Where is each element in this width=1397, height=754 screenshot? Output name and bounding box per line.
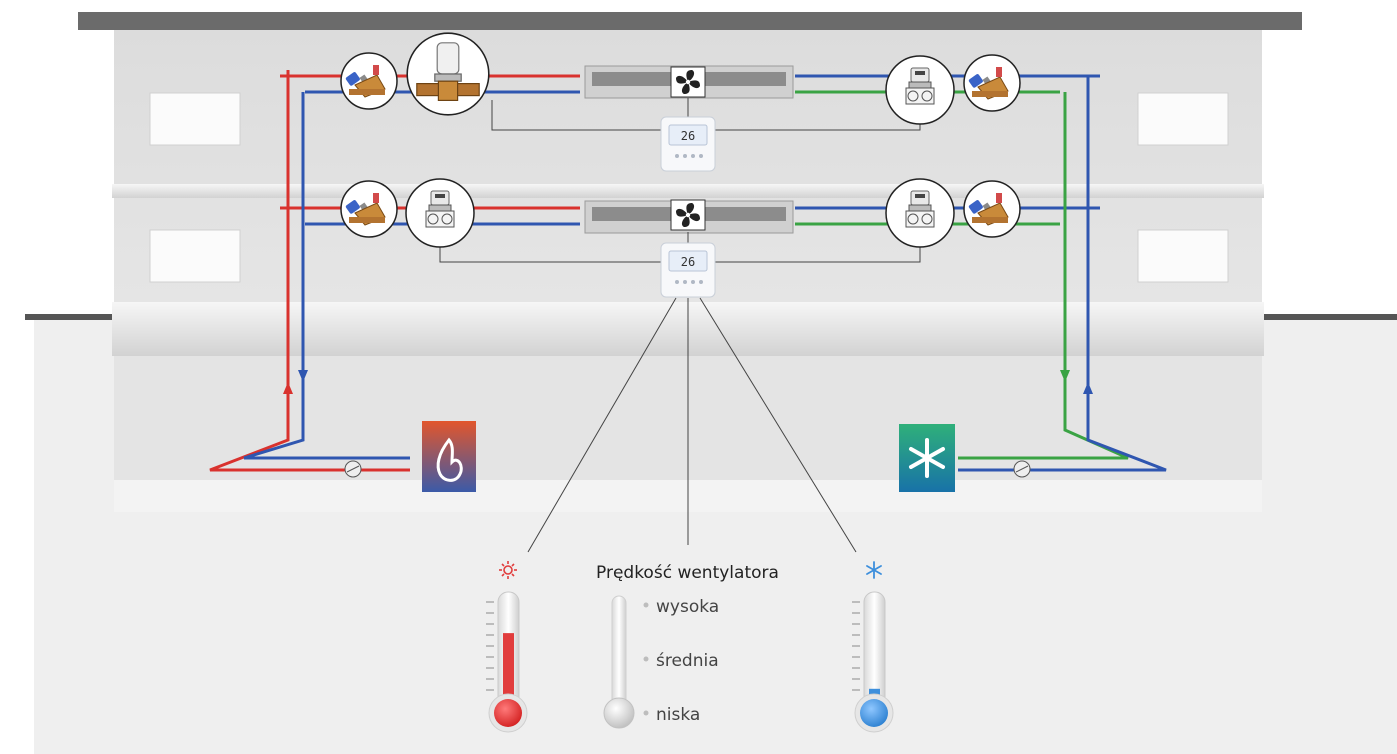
fan-speed-low-label[interactable]: niska <box>656 705 701 725</box>
thermometer-scale <box>852 601 860 691</box>
zone-valve-icon <box>885 55 955 125</box>
balancing-valve-icon <box>963 54 1021 112</box>
balancing-valve-icon <box>340 180 398 238</box>
fan-speed-high-label[interactable]: wysoka <box>656 597 720 617</box>
fan-speed-medium-label[interactable]: średnia <box>656 651 719 671</box>
room-thermostat-upper: 26 <box>660 116 716 172</box>
thermostat-display-text: 26 <box>681 129 695 143</box>
thermometer-scale <box>486 601 494 691</box>
snowflake-icon <box>866 561 882 579</box>
fan-speed-title: Prędkość wentylatora <box>596 563 779 583</box>
thermostat-display-text: 26 <box>681 255 695 269</box>
speed-dot <box>643 656 649 662</box>
fan-speed-knob[interactable] <box>603 697 635 729</box>
window <box>1137 229 1229 283</box>
heating-thermometer <box>486 561 528 733</box>
room-thermostat-lower: 26 <box>660 242 716 298</box>
sun-icon <box>499 561 517 579</box>
heating-level-fill <box>503 633 514 712</box>
fan-speed-slider[interactable] <box>603 595 649 729</box>
zone-valve-icon <box>405 178 475 248</box>
fan-icon <box>670 66 706 98</box>
flame-icon <box>422 421 476 492</box>
pump-icon <box>344 460 362 478</box>
fan-icon <box>670 199 706 231</box>
fan-coil-unit-upper <box>584 65 794 99</box>
pump-icon <box>1013 460 1031 478</box>
zone-valve-icon <box>885 178 955 248</box>
thermostatic-valve-icon <box>406 32 490 116</box>
fan-coil-unit-lower <box>584 199 794 234</box>
snowflake-icon <box>899 424 955 492</box>
balancing-valve-icon <box>340 52 398 110</box>
window <box>149 92 241 146</box>
window <box>1137 92 1229 146</box>
cooling-thermometer <box>852 561 894 733</box>
speed-dot <box>643 602 649 608</box>
balancing-valve-icon <box>963 180 1021 238</box>
window <box>149 229 241 283</box>
speed-dot <box>643 710 649 716</box>
